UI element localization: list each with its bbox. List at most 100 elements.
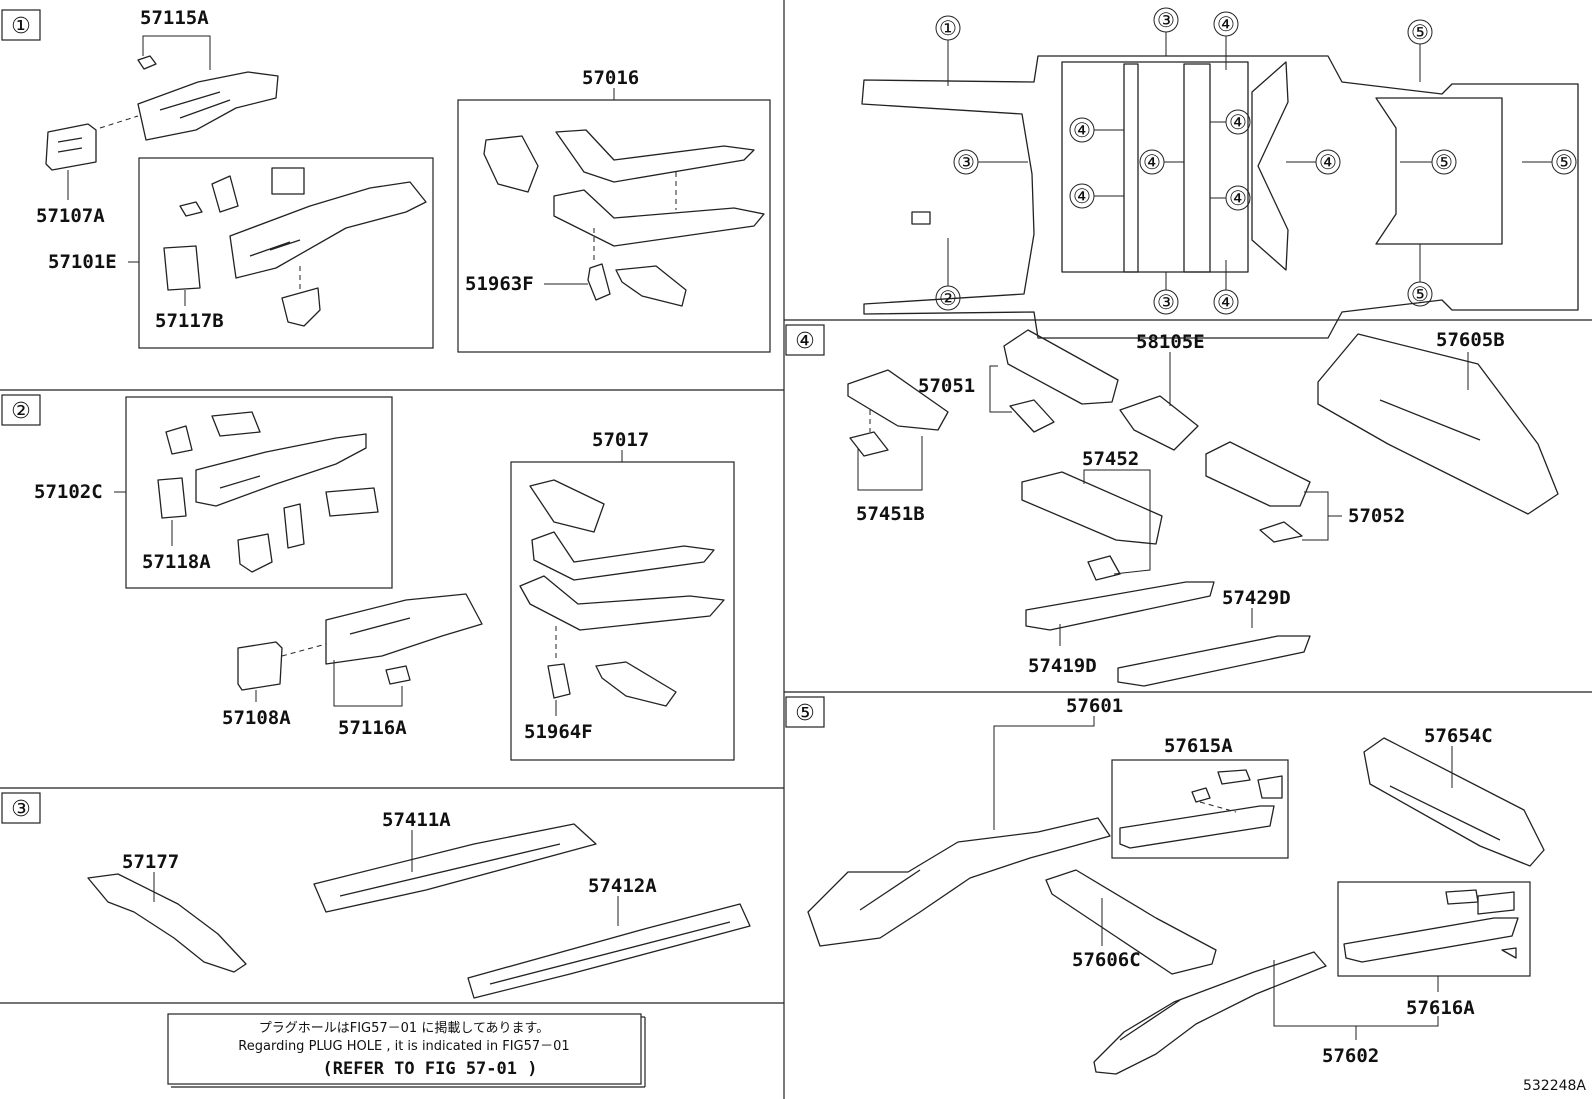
part-57107A xyxy=(45,123,97,171)
section-3-parts: 57177 57411A 57412A xyxy=(87,809,751,999)
label-57601: 57601 xyxy=(1066,695,1123,717)
svg-text:④: ④ xyxy=(1319,150,1337,174)
label-57102C: 57102C xyxy=(34,481,103,503)
overview-outline xyxy=(861,55,1579,339)
part-57616A xyxy=(1343,917,1519,963)
section-marker-4: ④ xyxy=(785,324,825,356)
svg-text:⑤: ⑤ xyxy=(1411,20,1429,44)
part-57051-upper xyxy=(1003,329,1119,405)
svg-text:⑤: ⑤ xyxy=(795,701,815,726)
svg-text:⑤: ⑤ xyxy=(1555,150,1573,174)
label-57606C: 57606C xyxy=(1072,949,1141,971)
part-57451B-upper xyxy=(847,369,949,431)
label-51963F: 51963F xyxy=(465,273,534,295)
svg-text:③: ③ xyxy=(11,797,31,822)
label-58105E: 58105E xyxy=(1136,331,1205,353)
label-57419D: 57419D xyxy=(1028,655,1097,677)
svg-text:⑤: ⑤ xyxy=(1435,150,1453,174)
label-57451B: 57451B xyxy=(856,503,925,525)
part-57016-lower xyxy=(553,189,765,247)
label-57412A: 57412A xyxy=(588,875,657,897)
label-57605B: 57605B xyxy=(1436,329,1505,351)
part-57412A xyxy=(467,903,751,999)
svg-text:③: ③ xyxy=(1157,8,1175,32)
label-57615A: 57615A xyxy=(1164,735,1233,757)
part-57654C xyxy=(1363,737,1545,867)
section-marker-5: ⑤ xyxy=(785,696,825,728)
part-57116A-rail xyxy=(325,593,483,665)
svg-text:④: ④ xyxy=(1073,118,1091,142)
part-57605B xyxy=(1317,333,1559,515)
label-57602: 57602 xyxy=(1322,1045,1379,1067)
part-57017-upper xyxy=(531,531,715,581)
svg-text:③: ③ xyxy=(957,150,975,174)
svg-text:④: ④ xyxy=(795,329,815,354)
svg-text:④: ④ xyxy=(1217,12,1235,36)
label-57452: 57452 xyxy=(1082,448,1139,470)
part-57177 xyxy=(87,873,247,973)
label-57411A: 57411A xyxy=(382,809,451,831)
label-57429D: 57429D xyxy=(1222,587,1291,609)
label-57052: 57052 xyxy=(1348,505,1405,527)
frame-57616A xyxy=(1337,881,1531,977)
svg-text:②: ② xyxy=(939,286,957,310)
svg-text:④: ④ xyxy=(1143,150,1161,174)
svg-text:⑤: ⑤ xyxy=(1411,282,1429,306)
svg-text:④: ④ xyxy=(1073,184,1091,208)
frame-57101E xyxy=(138,157,434,349)
section-marker-1: ① xyxy=(1,9,41,41)
part-57115A-member xyxy=(137,71,279,141)
svg-text:④: ④ xyxy=(1229,110,1247,134)
svg-text:④: ④ xyxy=(1217,290,1235,314)
part-57602 xyxy=(1093,951,1327,1075)
frame-overview: ① ② ③ ③ ③ ④ ④ ④ ④ ④ ④ ④ ④ ⑤ xyxy=(861,7,1579,339)
drawing-number: 532248A xyxy=(1523,1078,1586,1094)
svg-text:②: ② xyxy=(11,399,31,424)
section-4-parts: 57451B 57051 58105E 57605B 57452 57052 5… xyxy=(847,329,1559,687)
label-57117B: 57117B xyxy=(155,310,224,332)
svg-text:③: ③ xyxy=(1157,290,1175,314)
reference-note: プラグホールはFIG57－01 に掲載してあります。 Regarding PLU… xyxy=(167,1013,646,1088)
note-english: Regarding PLUG HOLE , it is indicated in… xyxy=(238,1039,569,1054)
part-57411A xyxy=(313,823,597,913)
frame-57615A xyxy=(1111,759,1289,859)
part-57115A-bracket xyxy=(137,55,157,70)
part-57452 xyxy=(1021,471,1163,545)
part-57102C-rail xyxy=(195,433,367,507)
section-2-parts: 57102C 57118A 57108A 57116A 57017 51964F xyxy=(34,396,735,761)
label-57108A: 57108A xyxy=(222,707,291,729)
note-reference: (REFER TO FIG 57-01 ) xyxy=(323,1059,538,1079)
frame-57016 xyxy=(457,99,771,353)
label-57654C: 57654C xyxy=(1424,725,1493,747)
svg-text:①: ① xyxy=(939,16,957,40)
label-57616A: 57616A xyxy=(1406,997,1475,1019)
part-57419D xyxy=(1025,581,1215,631)
label-57115A: 57115A xyxy=(140,7,209,29)
part-57429D xyxy=(1117,635,1311,687)
label-57017: 57017 xyxy=(592,429,649,451)
part-57615A xyxy=(1119,805,1275,849)
part-57052 xyxy=(1205,441,1311,507)
part-57108A xyxy=(237,641,283,691)
part-58105E xyxy=(1119,395,1199,451)
section-1-parts: 57115A 57107A 57101E 57117B 57016 51963F xyxy=(36,7,771,353)
frame-57017 xyxy=(510,461,735,761)
section-marker-2: ② xyxy=(1,394,41,426)
label-57051: 57051 xyxy=(918,375,975,397)
label-57177: 57177 xyxy=(122,851,179,873)
section-marker-3: ③ xyxy=(1,792,41,824)
label-51964F: 51964F xyxy=(524,721,593,743)
part-57017-lower xyxy=(519,575,725,631)
svg-text:④: ④ xyxy=(1229,186,1247,210)
section-5-parts: 57601 57615A 57654C 57606C 57616A 57602 xyxy=(807,695,1545,1075)
svg-text:①: ① xyxy=(11,14,31,39)
note-japanese: プラグホールはFIG57－01 に掲載してあります。 xyxy=(259,1020,550,1036)
part-57101E-rail xyxy=(229,181,427,279)
label-57118A: 57118A xyxy=(142,551,211,573)
label-57016: 57016 xyxy=(582,67,639,89)
part-57016-upper xyxy=(555,129,755,183)
label-57116A: 57116A xyxy=(338,717,407,739)
part-57601 xyxy=(807,817,1111,947)
label-57101E: 57101E xyxy=(48,251,117,273)
